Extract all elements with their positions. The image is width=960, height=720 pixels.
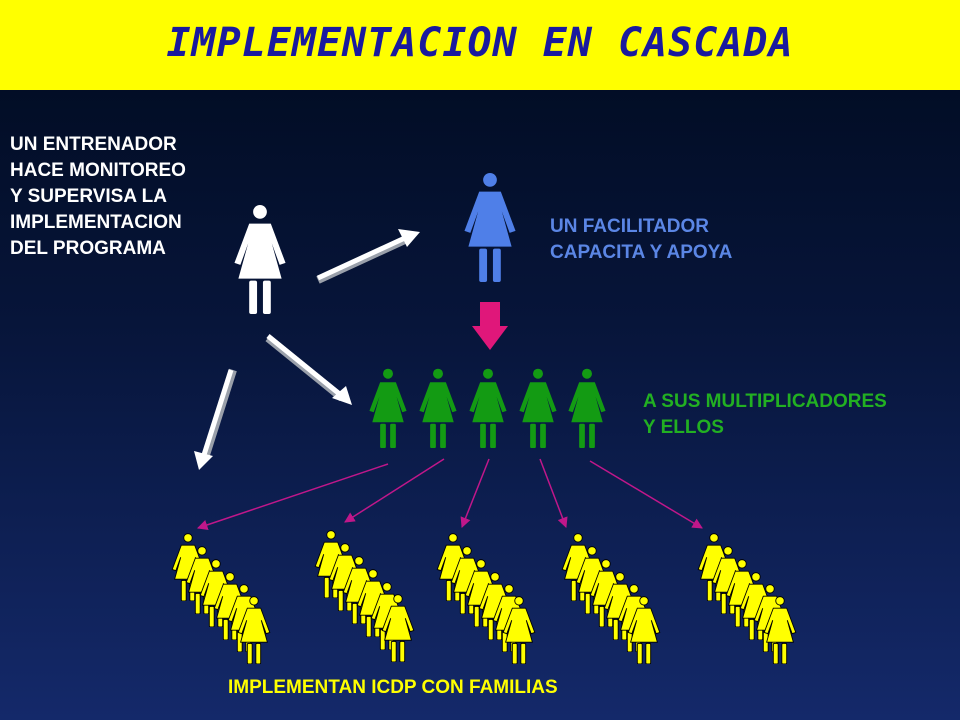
facilitator-label: UN FACILITADOR CAPACITA Y APOYA [550,214,732,266]
trainer-label-line: IMPLEMENTACION [10,212,182,233]
trainer-arrow-to-families [194,368,237,470]
thin-arrow [460,458,490,528]
multiplier-figure-icon [369,368,407,448]
family-group [697,533,797,664]
families-label: IMPLEMENTAN ICDP CON FAMILIAS [228,677,558,698]
trainer-arrow-to-multipliers [265,334,352,405]
title-bar: IMPLEMENTACION EN CASCADA [0,0,960,90]
multipliers-label-line: A SUS MULTIPLICADORES [643,391,887,412]
family-group [171,533,271,664]
multiplier-figure-icon [519,368,557,448]
thin-arrow [197,463,389,530]
family-group [436,533,536,664]
multiplier-figure-icon [568,368,606,448]
facilitator-figure-icon [464,172,516,282]
multipliers-label-line: Y ELLOS [643,417,724,438]
facilitator-label-line: CAPACITA Y APOYA [550,242,733,263]
trainer-label-line: HACE MONITOREO [10,160,186,181]
trainer-label: UN ENTRENADOR HACE MONITOREO Y SUPERVISA… [10,132,186,262]
facilitator-label-line: UN FACILITADOR [550,216,710,237]
trainer-figure-icon [234,204,286,314]
multipliers-label: A SUS MULTIPLICADORES Y ELLOS [643,389,887,441]
trainer-arrow-to-facilitator [316,229,420,284]
trainer-label-line: DEL PROGRAMA [10,238,166,259]
thin-arrow [589,460,703,529]
multiplier-figure-icon [419,368,457,448]
multiplier-group [369,368,606,448]
thin-arrow [539,458,568,528]
multiplier-to-family-arrows [197,458,703,530]
trainer-label-line: Y SUPERVISA LA [10,186,167,207]
family-group [314,530,415,662]
multiplier-figure-icon [469,368,507,448]
family-group [561,533,661,664]
down-arrow-icon [472,302,508,350]
page-title: IMPLEMENTACION EN CASCADA [166,20,794,66]
trainer-label-line: UN ENTRENADOR [10,134,177,155]
thin-arrow [344,458,445,523]
